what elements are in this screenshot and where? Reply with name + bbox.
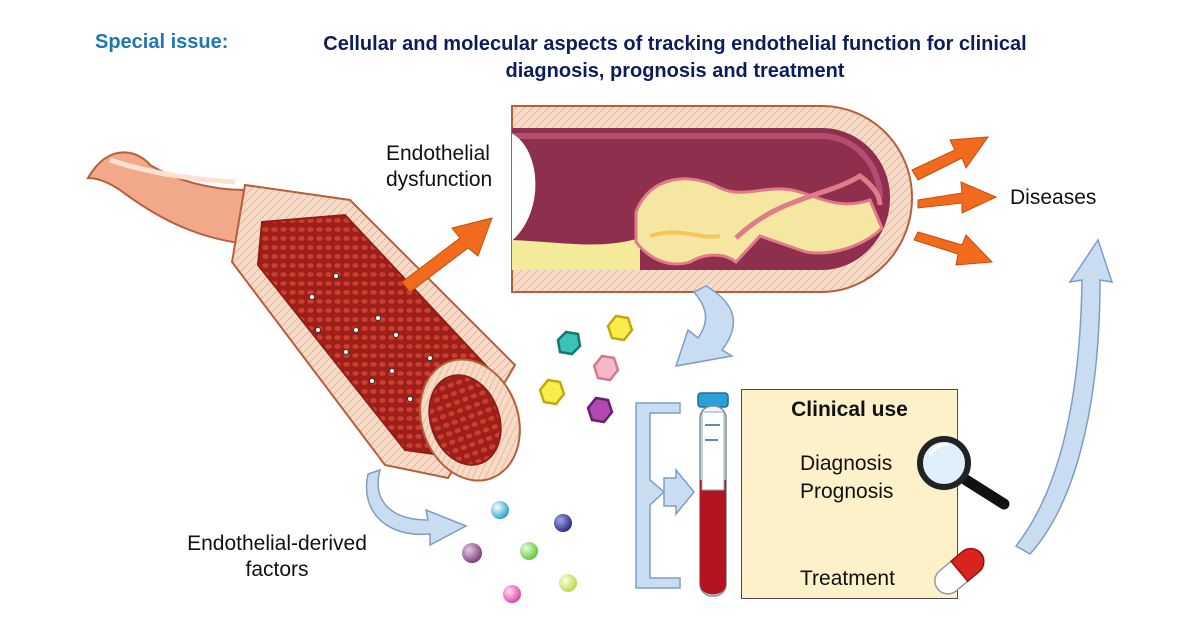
blood-vessel-left (86, 151, 521, 482)
hexagon-pink (592, 354, 620, 382)
diseases-label: Diseases (1010, 186, 1097, 209)
issue-title-line-2: diagnosis, prognosis and treatment (505, 60, 845, 82)
endothelial-dysfunction-line-1: Endothelial (386, 142, 490, 165)
issue-title-line-1: Cellular and molecular aspects of tracki… (323, 33, 1027, 55)
issue-title: Cellular and molecular aspects of tracki… (265, 31, 1085, 85)
special-issue-tag: Special issue: (95, 31, 229, 53)
arrow-to-tube (663, 467, 695, 517)
arrow-to-diseases-2 (917, 181, 998, 214)
arrow-plaque-to-factors (674, 285, 735, 367)
orange-arrows (401, 136, 998, 293)
hexagon-yellow-2 (538, 378, 566, 406)
blood-test-tube (697, 392, 729, 597)
hexagon-teal (556, 330, 582, 356)
arrow-to-dysfunction (401, 217, 493, 293)
hexagon-purple (586, 396, 614, 424)
hexagon-yellow-1 (606, 314, 634, 342)
sphere-purple (462, 543, 482, 563)
arrow-vessel-to-factors (365, 468, 468, 547)
sphere-green (520, 542, 538, 560)
sphere-pink (503, 585, 521, 603)
endothelial-derived-factors-label: Endothelial-derived factors (183, 531, 371, 583)
sphere-factors (462, 501, 577, 603)
blue-arrows (365, 238, 1114, 555)
bracket (635, 402, 681, 589)
factors-line-2: factors (245, 558, 309, 581)
sphere-lime (559, 574, 577, 592)
arrow-to-diseases-blue (1014, 238, 1114, 555)
arrow-to-diseases-1 (911, 136, 990, 181)
clinical-use-box: Clinical use Diagnosis Prognosis Treatme… (741, 389, 958, 599)
factors-line-1: Endothelial-derived (187, 532, 367, 555)
endothelial-dysfunction-label: Endothelial dysfunction (386, 141, 492, 193)
sphere-navy (554, 514, 572, 532)
diagnosis-label: Diagnosis (800, 452, 893, 475)
clinical-use-title: Clinical use (791, 398, 908, 421)
hexagon-factors (538, 314, 634, 424)
plaque-vessel (511, 105, 914, 293)
sphere-blue (491, 501, 509, 519)
endothelial-dysfunction-line-2: dysfunction (386, 168, 493, 191)
prognosis-label: Prognosis (800, 480, 894, 503)
treatment-label: Treatment (800, 567, 895, 590)
arrow-to-diseases-3 (913, 231, 994, 266)
